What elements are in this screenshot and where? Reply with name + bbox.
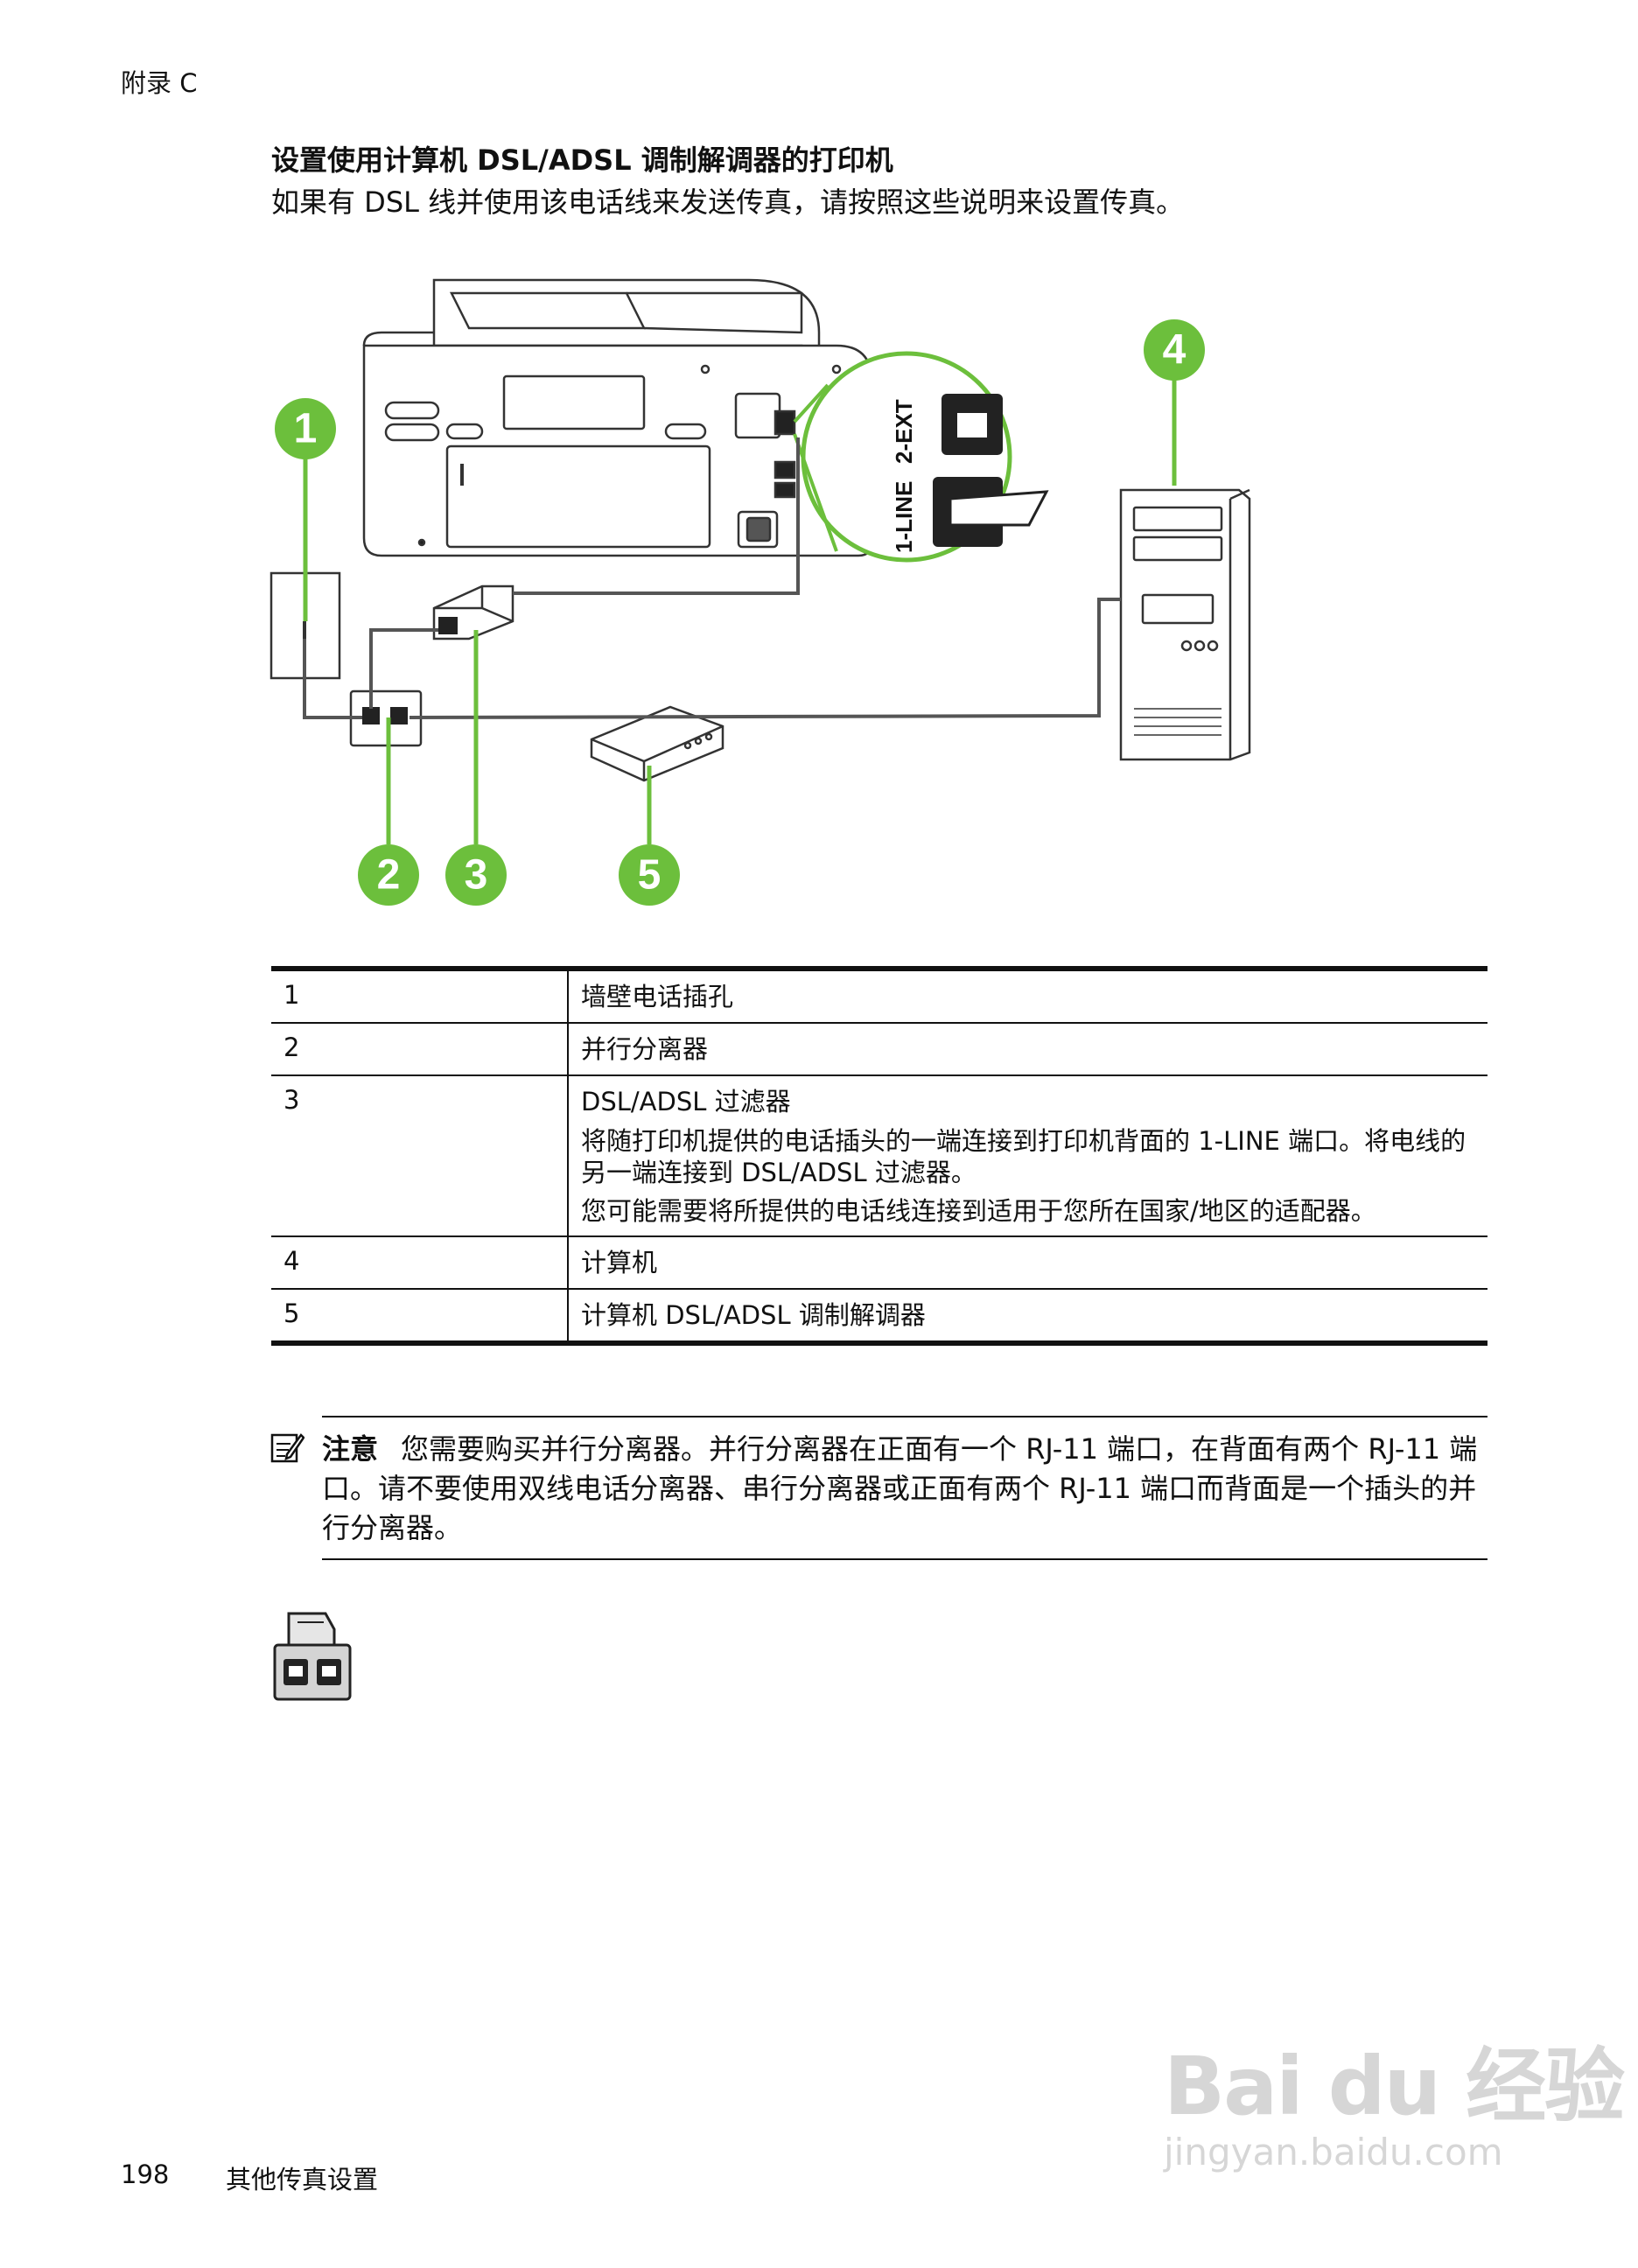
legend-text: 计算机 xyxy=(568,1236,1488,1290)
legend-text: 墙壁电话插孔 xyxy=(568,969,1488,1024)
legend-num: 3 xyxy=(271,1075,569,1237)
table-row: 1 墙壁电话插孔 xyxy=(271,969,1488,1024)
callout-5-label: 5 xyxy=(638,852,662,899)
parallel-splitter-icon xyxy=(273,1612,352,1701)
legend-num: 2 xyxy=(271,1023,569,1076)
legend-text: DSL/ADSL 过滤器 将随打印机提供的电话插头的一端连接到打印机背面的 1-… xyxy=(568,1075,1488,1237)
legend-item-title: DSL/ADSL 过滤器 xyxy=(581,1087,791,1116)
legend-num: 4 xyxy=(271,1236,569,1290)
legend-num: 1 xyxy=(271,969,569,1024)
baidu-watermark: Bai du 经验 jingyan.baidu.com xyxy=(1164,2021,1625,2174)
table-row: 5 计算机 DSL/ADSL 调制解调器 xyxy=(271,1289,1488,1343)
port-label-line: 1-LINE xyxy=(891,481,917,553)
wiring-diagram: 1 2 3 5 4 1-LINE 2-EXT xyxy=(270,278,1251,906)
note-box: 注意您需要购买并行分离器。并行分离器在正面有一个 RJ-11 端口，在背面有两个… xyxy=(322,1416,1488,1560)
callout-1-marker: 1 xyxy=(275,398,336,459)
legend-item-detail-1: 将随打印机提供的电话插头的一端连接到打印机背面的 1-LINE 端口。将电线的另… xyxy=(581,1126,1466,1187)
watermark-sub: jingyan.baidu.com xyxy=(1164,2131,1503,2174)
dsl-modem-illustration xyxy=(590,705,724,782)
dsl-filter-illustration xyxy=(432,584,514,640)
callout-3-label: 3 xyxy=(465,852,488,899)
legend-text: 计算机 DSL/ADSL 调制解调器 xyxy=(581,1300,926,1330)
table-row: 3 DSL/ADSL 过滤器 将随打印机提供的电话插头的一端连接到打印机背面的 … xyxy=(271,1075,1488,1237)
legend-num: 5 xyxy=(271,1289,569,1343)
printer-illustration xyxy=(362,278,873,557)
section-title: 设置使用计算机 DSL/ADSL 调制解调器的打印机 xyxy=(271,144,893,177)
legend-table: 1 墙壁电话插孔 2 并行分离器 3 DSL/ADSL 过滤器 将随打印机提供的… xyxy=(271,966,1488,1346)
callout-4-marker: 4 xyxy=(1144,319,1205,381)
watermark-main: Bai du 经验 xyxy=(1164,2040,1625,2133)
chapter-label: 附录 C xyxy=(121,68,198,98)
callout-2-marker: 2 xyxy=(358,844,419,906)
callout-1-label: 1 xyxy=(294,406,318,452)
callout-3-marker: 3 xyxy=(445,844,507,906)
callout-2-label: 2 xyxy=(377,852,401,899)
note-pencil-icon xyxy=(270,1433,304,1463)
computer-illustration xyxy=(1119,488,1251,761)
note-label: 注意 xyxy=(322,1432,379,1466)
callout-4-label: 4 xyxy=(1163,327,1186,374)
legend-item-detail-2: 您可能需要将所提供的电话线连接到适用于您所在国家/地区的适配器。 xyxy=(581,1196,1376,1226)
port-label-ext: 2-EXT xyxy=(891,399,917,464)
table-row: 2 并行分离器 xyxy=(271,1023,1488,1076)
page-number: 198 xyxy=(121,2160,170,2189)
footer-title: 其他传真设置 xyxy=(226,2165,379,2194)
callout-5-marker: 5 xyxy=(619,844,680,906)
table-row: 4 计算机 xyxy=(271,1236,1488,1290)
note-text: 您需要购买并行分离器。并行分离器在正面有一个 RJ-11 端口，在背面有两个 R… xyxy=(322,1432,1478,1544)
section-intro: 如果有 DSL 线并使用该电话线来发送传真，请按照这些说明来设置传真。 xyxy=(271,186,1185,219)
legend-text: 并行分离器 xyxy=(568,1023,1488,1076)
